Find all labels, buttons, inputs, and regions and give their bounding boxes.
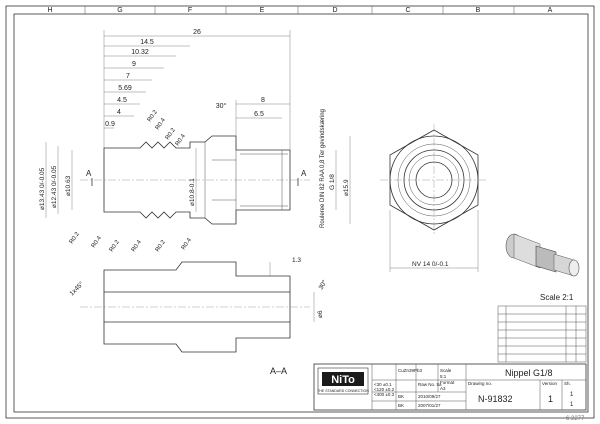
tolerance: <400 ±0.3 xyxy=(374,392,395,397)
front-view: NV 14 0/-0.1 xyxy=(380,124,488,272)
logo-subtitle: THE STANDARD CONNECTION xyxy=(317,389,369,393)
radius-label: R0.4 xyxy=(155,117,168,131)
nipple-outline xyxy=(103,135,291,225)
dim-text: 7 xyxy=(126,73,130,80)
section-marker: A xyxy=(86,169,92,178)
chamfer-text: 1x45° xyxy=(68,280,86,298)
dim-text: ⌀6 xyxy=(317,310,324,318)
date-approved: 2010/09/27 xyxy=(418,394,441,399)
col-label: A xyxy=(548,7,553,14)
radius-label: R0.2 xyxy=(109,239,122,253)
date-drawn: 2007/01/27 xyxy=(418,403,441,408)
version-label: Version xyxy=(542,381,558,386)
col-label: D xyxy=(332,7,337,14)
inner-frame xyxy=(13,13,589,413)
approved-by: BK xyxy=(398,394,404,399)
dim-text: ⌀13.43 0/-0.05 xyxy=(39,167,46,210)
dim-text: ⌀12.43 0/-0.05 xyxy=(51,165,58,208)
part-ref: Raw No. 5a xyxy=(418,382,442,387)
dim-text: 1.3 xyxy=(292,257,301,264)
scale-label: Scale 2:1 xyxy=(540,293,574,302)
radius-label: R0.4 xyxy=(131,239,144,253)
col-label: G xyxy=(117,7,122,14)
outer-frame xyxy=(5,5,595,419)
version-number: 1 xyxy=(548,394,553,404)
col-label: C xyxy=(405,7,410,14)
col-label: E xyxy=(260,7,265,14)
dim-text: ⌀15.9 xyxy=(343,179,350,196)
side-view: A A 26 14.5 10.32 9 7 5.69 4.5 xyxy=(39,29,351,253)
section-label: A–A xyxy=(270,366,287,376)
sheet-number: 1 xyxy=(570,392,574,398)
dim-text: 8 xyxy=(261,97,265,104)
dim-text: ⌀10.8-0.1 xyxy=(189,178,196,206)
drawing-no-label: Drawing no. xyxy=(468,381,492,386)
radius-label: R0.4 xyxy=(91,235,104,249)
footer-code: 6 2277 xyxy=(566,416,585,422)
dim-text: 26 xyxy=(193,29,201,36)
logo-text: NiTo xyxy=(331,374,355,386)
dim-text: 6.5 xyxy=(254,111,264,118)
dim-text: 9 xyxy=(132,61,136,68)
section-view: 1.3 ⌀6 30° 1x45° A–A xyxy=(68,257,329,376)
col-label: F xyxy=(188,7,192,14)
drawing-number: N-91832 xyxy=(478,394,513,404)
dim-text: G 1/8 xyxy=(329,174,336,190)
dim-text: 0.9 xyxy=(105,121,115,128)
title-block: NiTo THE STANDARD CONNECTION <30 ±0.1 <1… xyxy=(313,363,587,411)
format-value: A3 xyxy=(440,386,446,391)
column-ticks xyxy=(84,6,515,14)
part-name: Nippel G1/8 xyxy=(505,368,553,378)
revision-table xyxy=(497,305,587,363)
format-label: Format xyxy=(440,380,455,385)
col-label: B xyxy=(476,7,481,14)
col-label: H xyxy=(47,7,52,14)
column-markers: H G F E D C B A xyxy=(47,7,552,14)
dim-text: ⌀10.63 xyxy=(65,175,72,196)
drawn-by: BK xyxy=(398,403,404,408)
dim-text: 10.32 xyxy=(131,49,149,56)
tolerance: <30 ±0.1 xyxy=(374,382,392,387)
scale-label-tb: Scale xyxy=(440,368,452,373)
section-marker: A xyxy=(301,169,307,178)
knurl-note: Rouleree DIN 82 RAA 0,8 Ter gevindskærin… xyxy=(320,109,326,228)
dim-text: 30° xyxy=(317,278,329,291)
dim-text: 14.5 xyxy=(140,39,154,46)
dim-text: 5.69 xyxy=(118,85,132,92)
material: CuZn39Pb3 xyxy=(398,368,423,373)
radius-label: R0.4 xyxy=(181,237,194,251)
sheet-total: 1 xyxy=(570,402,574,408)
radius-label: R0.2 xyxy=(165,127,178,141)
angle-text: 30° xyxy=(216,102,227,110)
dim-text: 4 xyxy=(117,109,121,116)
dim-text: 4.5 xyxy=(117,97,127,104)
radius-label: R0.4 xyxy=(175,133,188,147)
scale-value-tb: 5:1 xyxy=(440,374,447,379)
sheet-label: Sh. xyxy=(564,381,571,386)
radius-label: R0.2 xyxy=(147,109,160,123)
tolerance: <120 ±0.2 xyxy=(374,387,395,392)
isometric-part-image: Scale 2:1 xyxy=(505,233,580,302)
radius-label: R0.2 xyxy=(69,231,82,245)
radius-label: R0.2 xyxy=(155,239,168,253)
nv-dimension: NV 14 0/-0.1 xyxy=(412,261,449,268)
